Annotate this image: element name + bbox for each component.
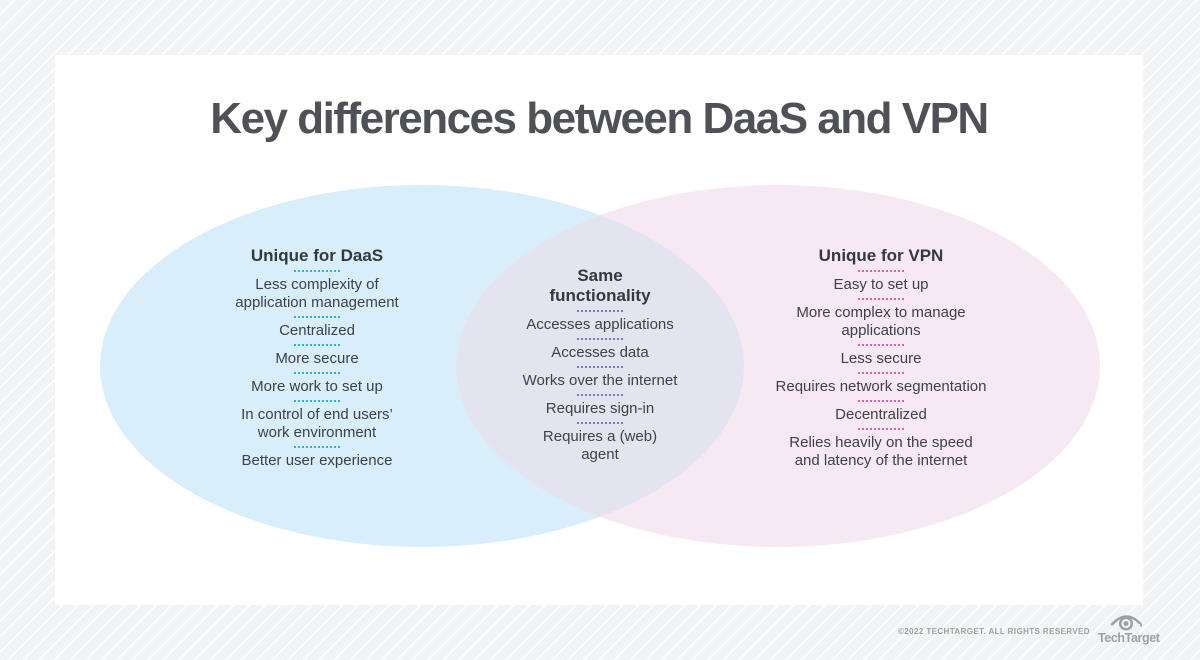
list-item: Less secure — [840, 350, 922, 367]
list-item: Centralized — [279, 322, 355, 339]
dotted-divider — [294, 400, 340, 402]
list-item: More complex to manage applications — [796, 304, 966, 339]
page-title: Key differences between DaaS and VPN — [210, 94, 989, 143]
list-item: Accesses applications — [526, 316, 674, 333]
shared-item-list: Accesses applications Accesses data Work… — [510, 310, 690, 464]
list-item: In control of end users’ work environmen… — [241, 406, 393, 441]
list-item: Easy to set up — [833, 276, 929, 293]
list-item: Decentralized — [835, 406, 927, 423]
list-item: Relies heavily on the speed and latency … — [789, 434, 973, 469]
list-item: Works over the internet — [522, 372, 678, 389]
dotted-divider — [294, 270, 340, 272]
logo-text: TechTarget — [1098, 631, 1160, 645]
daas-column: Unique for DaaS Less complexity of appli… — [217, 246, 417, 470]
dotted-divider — [858, 428, 904, 430]
eye-icon — [1110, 615, 1142, 631]
techtarget-logo: TechTarget — [1098, 612, 1160, 645]
dotted-divider — [577, 394, 623, 396]
vpn-item-list: Easy to set up More complex to manage ap… — [761, 270, 1001, 470]
dotted-divider — [294, 316, 340, 318]
dotted-divider — [858, 400, 904, 402]
daas-heading: Unique for DaaS — [250, 246, 384, 265]
dotted-divider — [294, 344, 340, 346]
dotted-divider — [858, 270, 904, 272]
list-item: Requires a (web) agent — [542, 428, 658, 463]
vpn-column: Unique for VPN Easy to set up More compl… — [761, 246, 1001, 470]
dotted-divider — [294, 446, 340, 448]
list-item: More work to set up — [251, 378, 383, 395]
dotted-divider — [858, 344, 904, 346]
dotted-divider — [858, 372, 904, 374]
list-item: Requires sign-in — [545, 400, 655, 417]
list-item: Less complexity of application managemen… — [235, 276, 399, 311]
shared-column: Same functionality Accesses applications… — [510, 266, 690, 464]
list-item: Requires network segmentation — [775, 378, 987, 395]
copyright-text: ©2022 TECHTARGET. ALL RIGHTS RESERVED — [898, 627, 1090, 636]
daas-item-list: Less complexity of application managemen… — [217, 270, 417, 470]
dotted-divider — [577, 310, 623, 312]
dotted-divider — [294, 372, 340, 374]
dotted-divider — [577, 366, 623, 368]
list-item: Accesses data — [551, 344, 649, 361]
vpn-heading: Unique for VPN — [818, 246, 944, 265]
dotted-divider — [858, 298, 904, 300]
shared-heading: Same functionality — [549, 266, 651, 305]
dotted-divider — [577, 338, 623, 340]
list-item: More secure — [275, 350, 359, 367]
dotted-divider — [577, 422, 623, 424]
list-item: Better user experience — [241, 452, 393, 469]
